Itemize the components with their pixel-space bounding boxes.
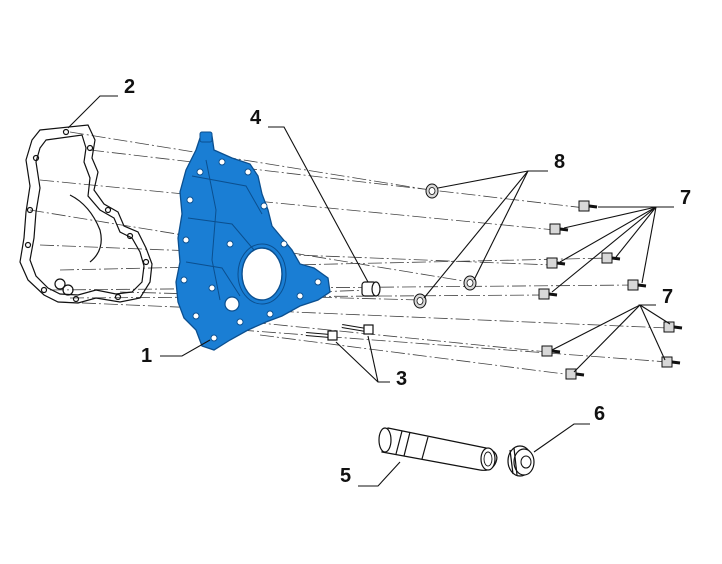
callout-3: 3 <box>396 368 407 390</box>
long-bolt <box>305 330 338 341</box>
plug-part <box>361 281 381 297</box>
dowel-pin <box>425 183 439 199</box>
dowel-pins-part <box>413 183 477 309</box>
assembly-phantom-lines <box>29 131 669 376</box>
callout-5: 5 <box>340 465 351 487</box>
bolt <box>565 368 585 380</box>
sleeve-part <box>378 427 498 471</box>
bolt <box>538 288 558 300</box>
gasket-part <box>19 124 153 304</box>
callout-6: 6 <box>594 403 605 425</box>
bolt <box>627 279 647 291</box>
callout-7-upper: 7 <box>680 187 691 209</box>
bolts-part <box>538 200 683 380</box>
callout-4: 4 <box>250 107 262 129</box>
bolt <box>541 345 561 357</box>
timing-cover-body <box>175 135 331 351</box>
dowel-pin <box>413 293 427 309</box>
callout-7-lower: 7 <box>662 286 673 308</box>
bolt <box>663 321 683 333</box>
callout-8: 8 <box>554 151 565 173</box>
long-bolt <box>341 324 374 335</box>
timing-cover-part <box>175 131 331 351</box>
bolt <box>578 200 598 212</box>
bolt <box>601 252 621 264</box>
bolt <box>549 223 569 235</box>
dowel-pin <box>463 275 477 291</box>
leader-lines <box>67 95 674 487</box>
bolt <box>546 257 566 269</box>
callouts: 2 4 8 7 7 1 3 5 6 <box>124 76 691 487</box>
bolt <box>661 356 681 368</box>
callout-2: 2 <box>124 76 135 98</box>
long-bolts-part <box>305 324 374 341</box>
callout-1: 1 <box>141 345 152 367</box>
threaded-plug-part <box>507 445 535 477</box>
